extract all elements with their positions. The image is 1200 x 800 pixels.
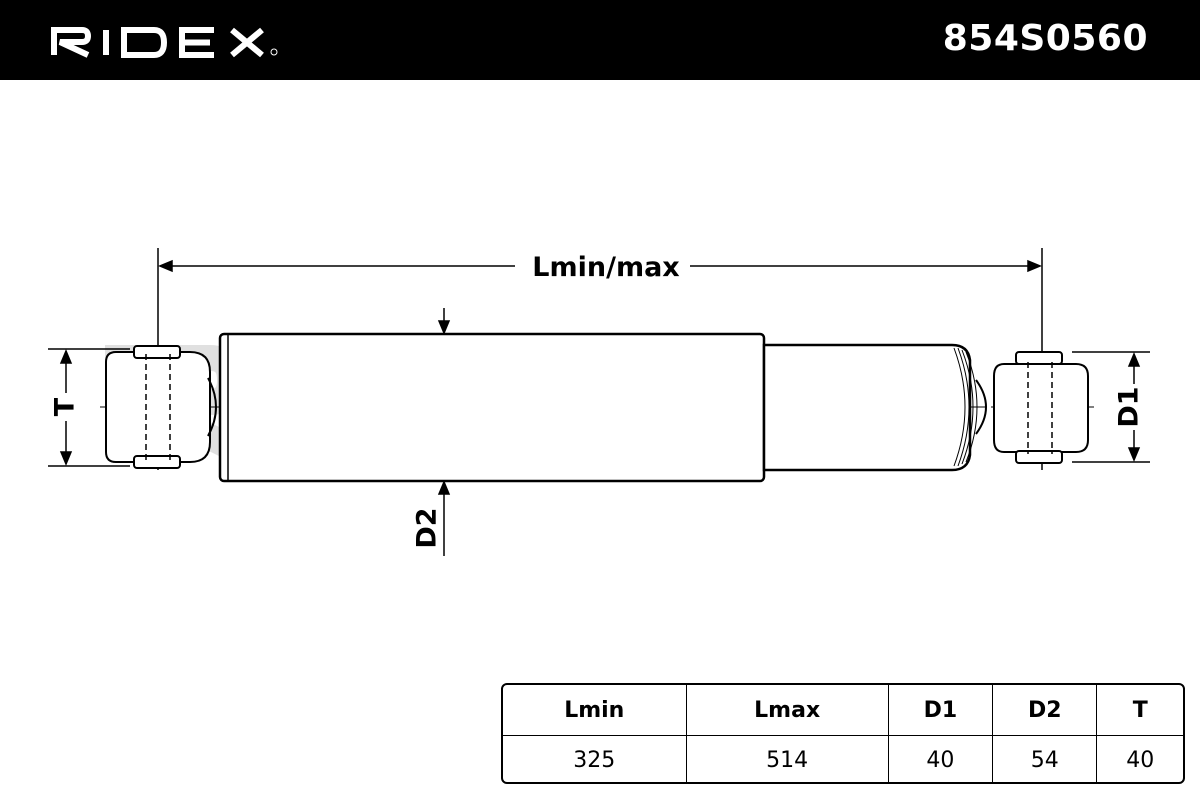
left-eye-mount (105, 345, 217, 469)
knurled-ring (953, 347, 978, 467)
right-eye-bore (1027, 362, 1053, 454)
value-d2: 54 (992, 735, 1098, 782)
specs-table: Lmin Lmax D1 D2 T 325 514 40 54 40 (501, 683, 1185, 784)
part-number: 854S0560 (942, 18, 1148, 59)
d1-label: D1 (1114, 386, 1145, 427)
header-lmax: Lmax (686, 685, 889, 736)
header-t: T (1096, 685, 1183, 736)
d2-label: D2 (412, 507, 443, 548)
value-t: 40 (1126, 748, 1155, 773)
ridex-logo (51, 27, 278, 58)
specs-value-row: 325 514 40 54 40 (503, 735, 1183, 782)
shock-absorber-drawing: Lmin/max T (48, 248, 1150, 556)
value-d1: 40 (888, 735, 994, 782)
d2-dimension (437, 308, 451, 556)
right-eye-mount (993, 351, 1089, 464)
value-lmax: 514 (686, 735, 889, 782)
left-eye-bore (145, 354, 171, 460)
body-tube (218, 332, 766, 483)
thickness-label: T (50, 397, 81, 416)
header-lmin: Lmin (503, 685, 687, 736)
header-bar: 854S0560 (0, 0, 1200, 80)
specs-header-row: Lmin Lmax D1 D2 T (503, 685, 1183, 736)
header-d1: D1 (888, 685, 994, 736)
value-lmin: 325 (503, 735, 687, 782)
length-label: Lmin/max (532, 252, 679, 283)
inner-tube (762, 343, 972, 472)
header-d2: D2 (992, 685, 1098, 736)
